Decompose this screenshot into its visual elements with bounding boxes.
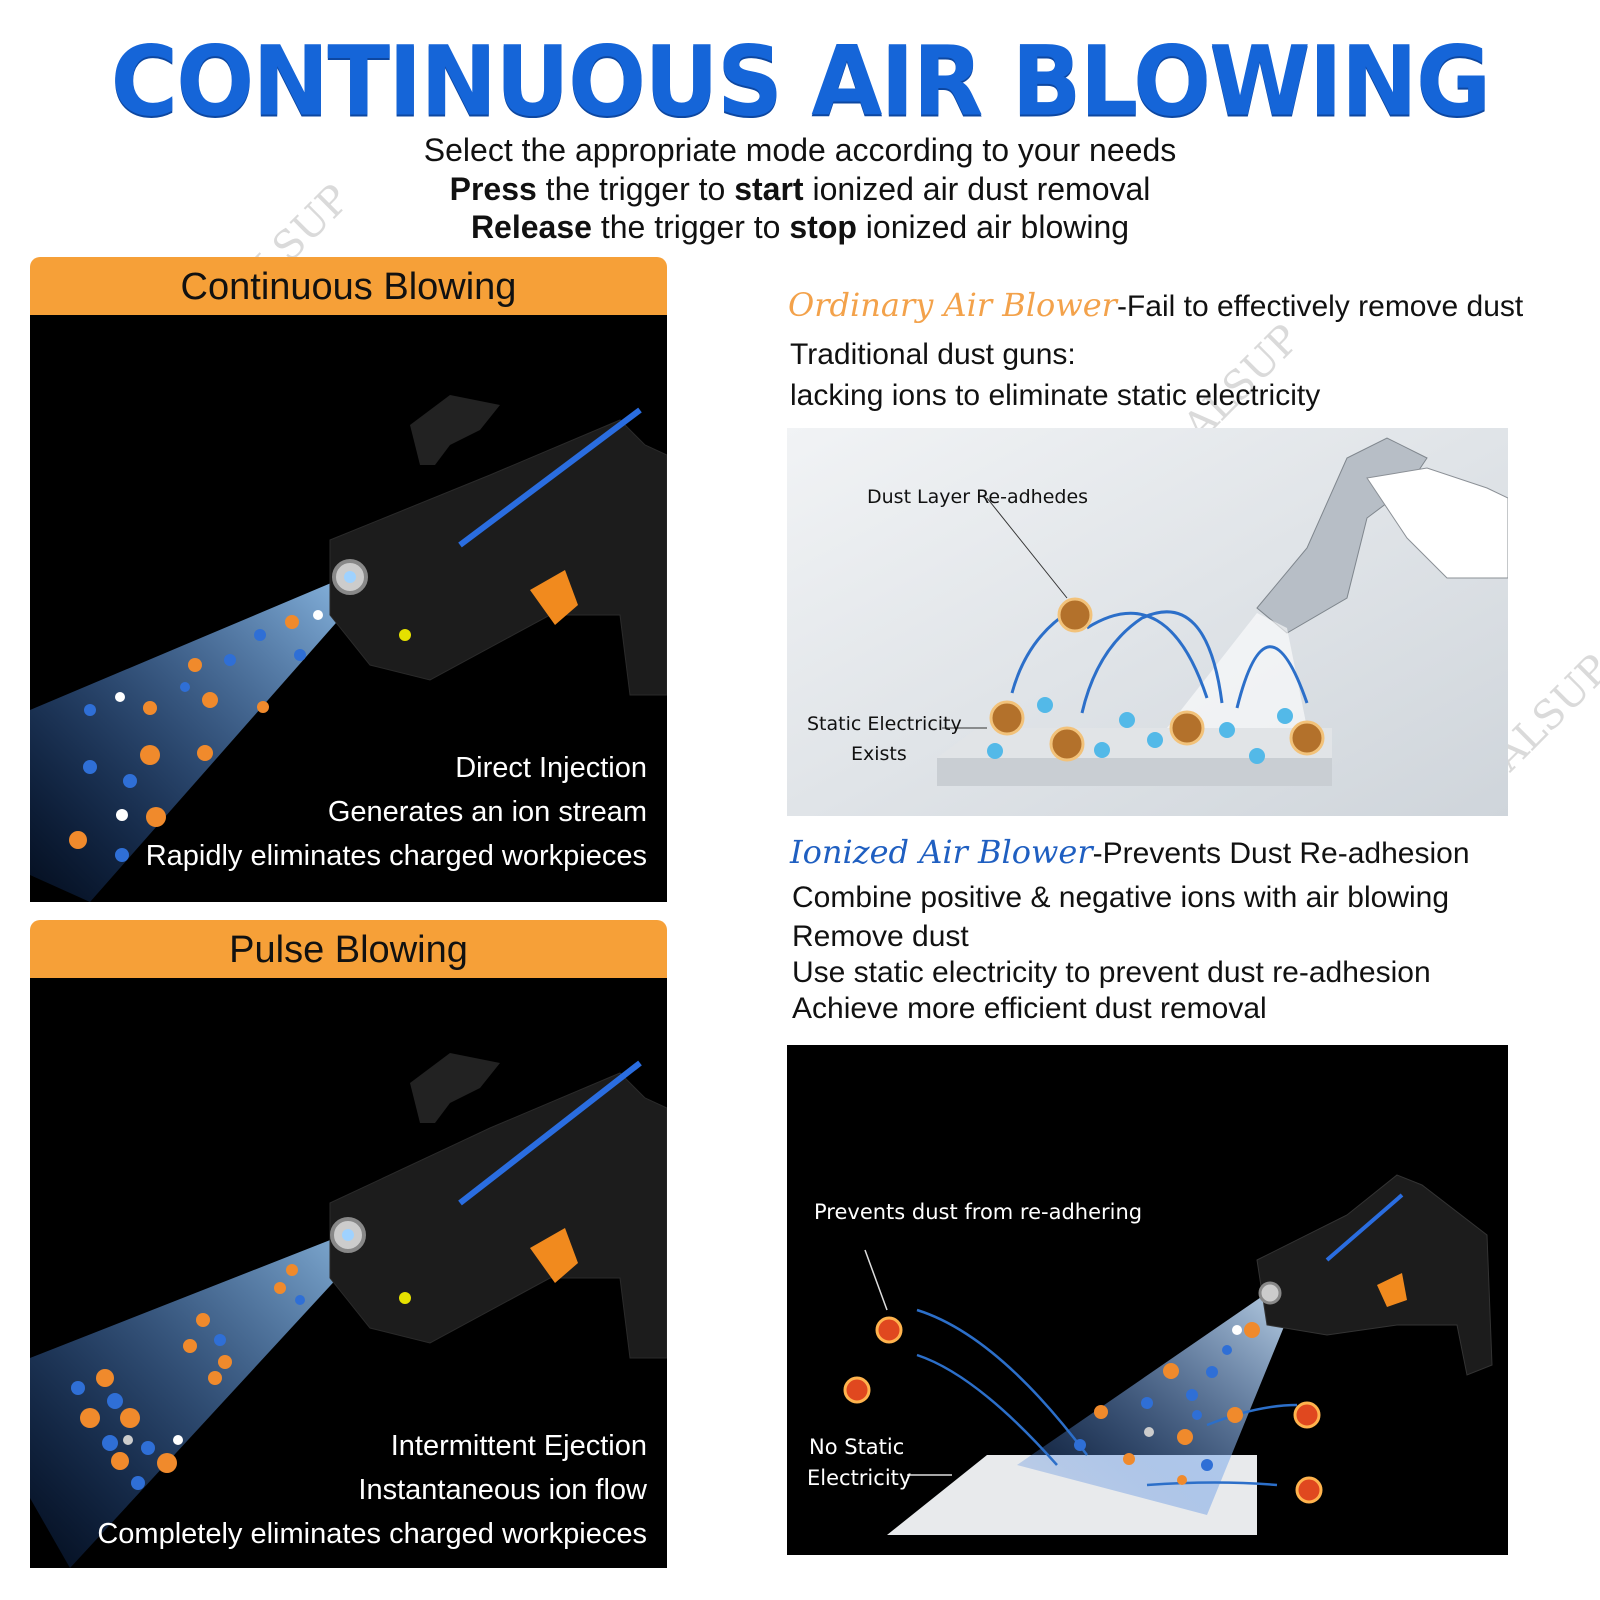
ordinary-blower-diagram: Dust Layer Re-adhedes Static Electricity… <box>787 428 1508 816</box>
static-electricity-label: Static Electricity <box>807 713 962 735</box>
ordinary-blower-heading: Ordinary Air Blower-Fail to effectively … <box>788 286 1523 324</box>
dust-particles <box>987 597 1325 764</box>
page-title: CONTINUOUS AIR BLOWING <box>110 25 1492 138</box>
continuous-caption-1: Direct Injection <box>455 752 647 784</box>
bold-release: Release <box>470 209 592 245</box>
static-exists-label: Exists <box>851 743 907 765</box>
subtitle-line-2: Press the trigger to start ionized air d… <box>0 171 1600 208</box>
ionized-line-2: Remove dust <box>792 920 969 953</box>
ordinary-line-2: lacking ions to eliminate static electri… <box>790 379 1321 412</box>
continuous-caption-2: Generates an ion stream <box>327 796 647 828</box>
pulse-caption-2: Instantaneous ion flow <box>358 1474 647 1506</box>
ionized-line-3: Use static electricity to prevent dust r… <box>792 956 1431 989</box>
subtitle-line-1: Select the appropriate mode according to… <box>423 132 1177 168</box>
bold-stop: stop <box>789 209 857 245</box>
ordinary-line-1: Traditional dust guns: <box>790 338 1076 371</box>
bold-start: start <box>734 171 804 207</box>
ionized-blower-diagram: Prevents dust from re-adhering No Static… <box>787 1045 1508 1555</box>
prevents-dust-label: Prevents dust from re-adhering <box>814 1200 1143 1224</box>
ordinary-blower-tagline: -Fail to effectively remove dust <box>1116 290 1524 323</box>
ion-particles <box>69 610 323 862</box>
ordinary-blower-illustration <box>787 428 1508 816</box>
ion-gun-continuous-image <box>30 395 667 902</box>
dust-layer-label: Dust Layer Re-adhedes <box>867 486 1089 508</box>
continuous-blowing-panel: Direct Injection Generates an ion stream… <box>30 315 667 902</box>
text: ionized air dust removal <box>803 171 1151 207</box>
continuous-blowing-heading: Continuous Blowing <box>30 257 667 315</box>
text: ionized air blowing <box>856 209 1130 245</box>
no-static-label: No Static <box>809 1435 905 1459</box>
ordinary-blower-name: Ordinary Air Blower <box>788 286 1117 324</box>
pulse-caption-1: Intermittent Ejection <box>390 1430 647 1462</box>
ion-particles <box>843 1316 1323 1504</box>
ionized-blower-name: Ionized Air Blower <box>790 833 1093 871</box>
continuous-caption-3: Rapidly eliminates charged workpieces <box>145 840 647 872</box>
subtitle-line-3: Release the trigger to stop ionized air … <box>0 209 1600 246</box>
ionized-blower-illustration <box>843 1174 1493 1535</box>
ionized-blower-heading: Ionized Air Blower-Prevents Dust Re-adhe… <box>790 833 1470 871</box>
ionized-line-4: Achieve more efficient dust removal <box>792 992 1267 1025</box>
bold-press: Press <box>449 171 537 207</box>
text: the trigger to <box>591 209 790 245</box>
pulse-blowing-panel: Intermittent Ejection Instantaneous ion … <box>30 978 667 1568</box>
electricity-label: Electricity <box>807 1466 912 1490</box>
ion-gun-pulse-image <box>30 1053 667 1568</box>
ionized-line-1: Combine positive & negative ions with ai… <box>792 881 1450 914</box>
pulse-caption-3: Completely eliminates charged workpieces <box>97 1518 647 1550</box>
ionized-blower-tagline: -Prevents Dust Re-adhesion <box>1092 837 1470 870</box>
ion-particles <box>71 1264 305 1490</box>
pulse-blowing-heading: Pulse Blowing <box>30 920 667 978</box>
text: the trigger to <box>536 171 735 207</box>
